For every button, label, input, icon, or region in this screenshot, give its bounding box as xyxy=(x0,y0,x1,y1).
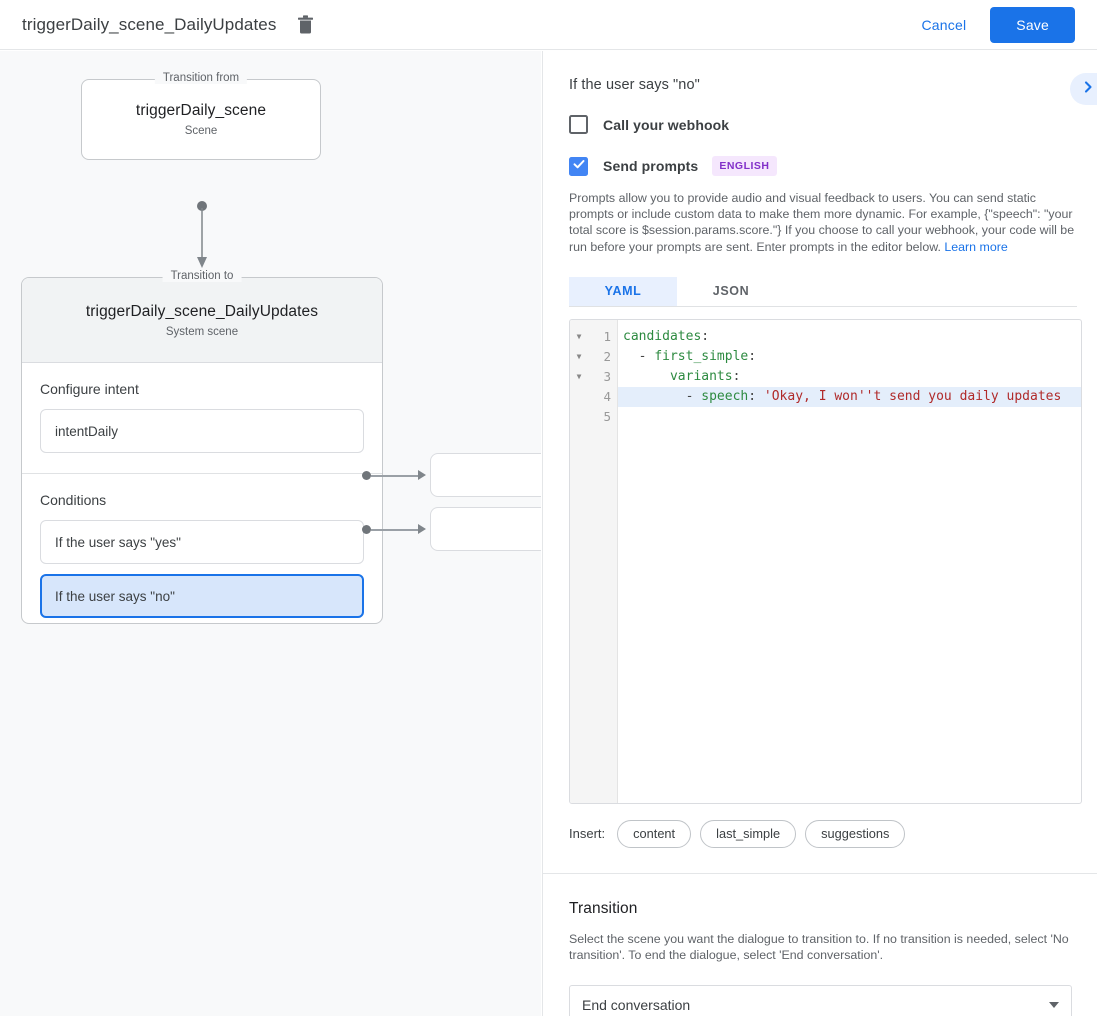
code-token xyxy=(623,369,670,384)
target-node-yes[interactable] xyxy=(430,453,541,497)
edge-dot-no xyxy=(362,525,371,534)
target-node-no[interactable] xyxy=(430,507,541,551)
transition-connector xyxy=(195,201,209,271)
tab-json[interactable]: JSON xyxy=(712,284,750,299)
details-panel: If the user says "no" Call your webhook … xyxy=(542,51,1097,1016)
details-panel-title: If the user says "no" xyxy=(569,77,700,93)
conditions-section: Conditions If the user says "yes" If the… xyxy=(22,473,382,638)
transition-to-title: triggerDaily_scene_DailyUpdates xyxy=(85,302,319,320)
editor-code-line[interactable]: candidates: xyxy=(618,327,1081,347)
editor-code-line[interactable]: - first_simple: xyxy=(618,347,1081,367)
transition-to-header: triggerDaily_scene_DailyUpdates System s… xyxy=(22,278,382,363)
code-token: - xyxy=(623,388,702,404)
cancel-button[interactable]: Cancel xyxy=(912,9,977,41)
send-prompts-row[interactable]: Send prompts ENGLISH xyxy=(543,156,1097,176)
editor-code-line[interactable]: - speech: 'Okay, I won''t send you daily… xyxy=(618,386,1081,407)
condition-item-yes[interactable]: If the user says "yes" xyxy=(40,520,364,564)
transition-description: Select the scene you want the dialogue t… xyxy=(569,931,1069,963)
save-button[interactable]: Save xyxy=(990,6,1075,43)
fold-triangle-icon[interactable]: ▼ xyxy=(576,351,582,361)
edge-dot-yes xyxy=(362,471,371,480)
code-token: speech xyxy=(701,388,749,404)
transition-from-legend: Transition from xyxy=(154,72,248,84)
fold-triangle-icon[interactable]: ▼ xyxy=(576,371,582,381)
insert-chip-suggestions[interactable]: suggestions xyxy=(805,819,906,848)
transition-to-legend: Transition to xyxy=(162,270,242,282)
editor-gutter-row: ▼1 xyxy=(570,327,617,347)
condition-item-no[interactable]: If the user says "no" xyxy=(40,574,364,618)
send-prompts-checkbox[interactable] xyxy=(569,156,588,176)
page-title: triggerDaily_scene_DailyUpdates xyxy=(22,14,277,34)
edge-line-yes xyxy=(371,475,419,477)
webhook-row[interactable]: Call your webhook xyxy=(543,115,1097,134)
editor-gutter-row: 4 xyxy=(570,387,617,407)
prompts-help-text: Prompts allow you to provide audio and v… xyxy=(569,190,1077,255)
transition-from-title: triggerDaily_scene xyxy=(135,102,267,119)
insert-label: Insert: xyxy=(569,826,606,842)
send-prompts-label: Send prompts xyxy=(603,158,699,174)
collapse-panel-button[interactable] xyxy=(1070,73,1097,105)
code-token: : xyxy=(748,388,764,404)
insert-chip-last-simple[interactable]: last_simple xyxy=(700,819,797,848)
prompts-help-body: Prompts allow you to provide audio and v… xyxy=(569,191,1075,254)
configure-intent-section: Configure intent intentDaily xyxy=(22,363,382,473)
edge-line-no xyxy=(371,529,419,531)
code-token: variants xyxy=(669,368,733,384)
editor-gutter-row: 5 xyxy=(570,407,617,427)
code-token: first_simple xyxy=(654,348,749,364)
code-token: 'Okay, I won''t send you daily updates xyxy=(763,388,1062,404)
editor-gutter-row: ▼3 xyxy=(570,367,617,387)
chevron-down-icon xyxy=(1049,1002,1059,1009)
insert-chips-row: Insert: content last_simple suggestions xyxy=(569,819,1097,848)
chevron-right-icon xyxy=(1081,80,1095,99)
edge-arrow-yes xyxy=(418,470,426,480)
top-app-bar: triggerDaily_scene_DailyUpdates Cancel S… xyxy=(0,0,1097,50)
transition-target-select[interactable]: End conversation xyxy=(569,985,1072,1016)
language-badge: ENGLISH xyxy=(712,156,777,176)
insert-chip-content[interactable]: content xyxy=(617,819,692,848)
code-token: - xyxy=(623,348,655,364)
editor-line-number: 5 xyxy=(603,409,611,425)
tab-yaml[interactable]: YAML xyxy=(569,276,677,306)
editor-line-number: 3 xyxy=(603,369,611,385)
conditions-label: Conditions xyxy=(40,492,107,508)
edge-arrow-no xyxy=(418,524,426,534)
section-divider xyxy=(543,872,1097,874)
trash-icon xyxy=(297,15,314,34)
transition-from-node[interactable]: Transition from triggerDaily_scene Scene xyxy=(81,72,321,160)
transition-from-subtitle: Scene xyxy=(184,125,218,137)
editor-code-line[interactable]: variants: xyxy=(618,367,1081,387)
fold-triangle-icon[interactable]: ▼ xyxy=(576,331,582,341)
scene-graph-canvas[interactable]: Transition from triggerDaily_scene Scene… xyxy=(0,51,541,1016)
transition-to-subtitle: System scene xyxy=(165,325,239,338)
code-token: candidates xyxy=(623,328,702,344)
transition-to-node[interactable]: Transition to triggerDaily_scene_DailyUp… xyxy=(21,270,383,624)
transition-section: Transition Select the scene you want the… xyxy=(543,874,1097,1016)
editor-line-number: 1 xyxy=(603,329,611,345)
editor-gutter-row: ▼2 xyxy=(570,347,617,367)
editor-code-line[interactable] xyxy=(618,407,1081,427)
code-token: : xyxy=(748,348,757,364)
editor-code-area[interactable]: candidates: - first_simple: variants: - … xyxy=(618,320,1081,803)
call-webhook-label: Call your webhook xyxy=(603,116,730,133)
transition-target-value: End conversation xyxy=(582,997,691,1014)
learn-more-link[interactable]: Learn more xyxy=(944,239,1008,254)
editor-line-number: 2 xyxy=(603,349,611,365)
delete-button[interactable] xyxy=(292,12,318,38)
intent-field[interactable]: intentDaily xyxy=(40,409,364,453)
call-webhook-checkbox[interactable] xyxy=(569,115,588,134)
configure-intent-label: Configure intent xyxy=(40,381,139,397)
details-panel-header: If the user says "no" xyxy=(543,51,1097,93)
transition-title: Transition xyxy=(569,899,638,917)
code-token: : xyxy=(732,368,741,384)
editor-line-number: 4 xyxy=(603,389,611,405)
format-tabs: YAML JSON xyxy=(569,276,1077,307)
code-token: : xyxy=(701,328,710,344)
check-icon xyxy=(572,157,586,176)
